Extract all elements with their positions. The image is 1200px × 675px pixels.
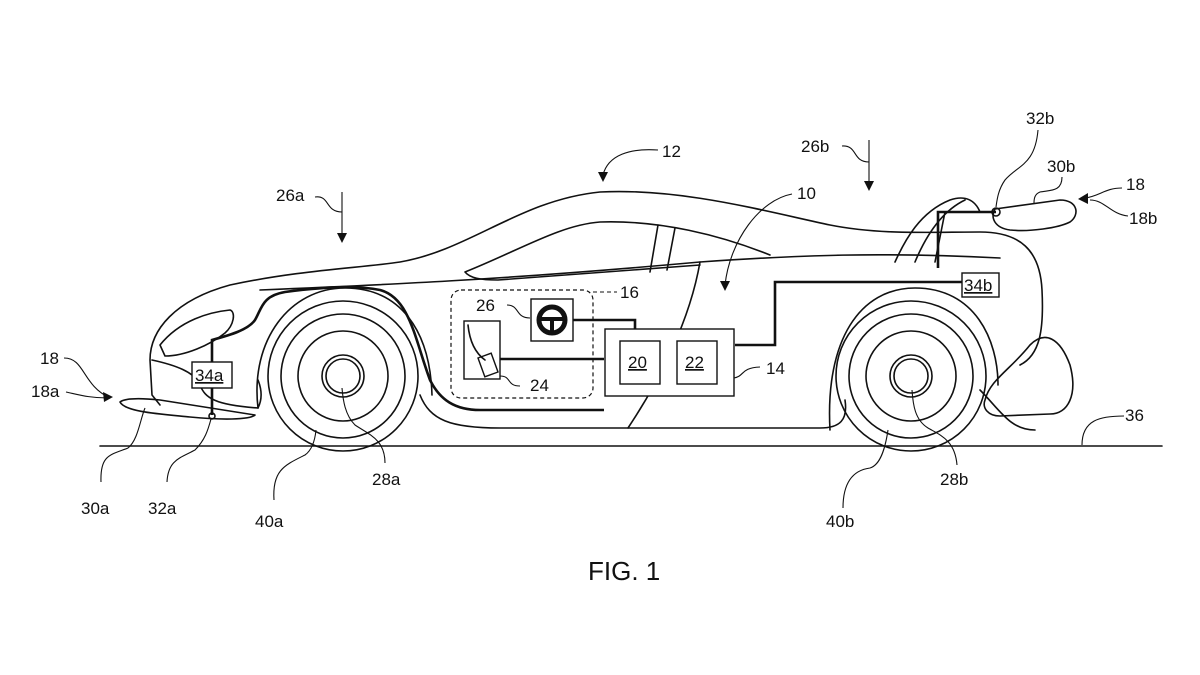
rear-wing (992, 199, 1077, 232)
label-32b: 32b (1026, 109, 1054, 128)
label-34b: 34b (964, 276, 992, 295)
front-wiring (210, 285, 604, 415)
front-intake (159, 309, 235, 357)
front-actuator-box (191, 361, 233, 389)
label-26a: 26a (276, 186, 305, 205)
label-40a: 40a (255, 512, 284, 531)
figure-caption: FIG. 1 (588, 556, 660, 586)
rear-actuator-link (936, 210, 996, 268)
label-20: 20 (628, 353, 647, 372)
label-12: 12 (662, 142, 681, 161)
label-22: 22 (685, 353, 704, 372)
leader-32b (995, 129, 1039, 208)
leader-24 (499, 375, 521, 387)
label-30b: 30b (1047, 157, 1075, 176)
label-18-front: 18 (40, 349, 59, 368)
rear-wing-struts (894, 197, 981, 263)
pedal-box (463, 320, 501, 380)
beltline (259, 253, 1001, 291)
label-36: 36 (1125, 406, 1144, 425)
leader-18a (65, 391, 109, 399)
front-wheel (267, 300, 419, 452)
label-40b: 40b (826, 512, 854, 531)
label-28a: 28a (372, 470, 401, 489)
leader-18b (1089, 199, 1129, 217)
memory-box (676, 340, 718, 385)
front-wing (119, 397, 256, 420)
label-16: 16 (620, 283, 639, 302)
label-30a: 30a (81, 499, 110, 518)
label-18-rear: 18 (1126, 175, 1145, 194)
label-28b: 28b (940, 470, 968, 489)
label-26b: 26b (801, 137, 829, 156)
label-34a: 34a (195, 366, 224, 385)
label-32a: 32a (148, 499, 177, 518)
leader-18-rear (1084, 187, 1123, 199)
car-body-outline (149, 190, 1044, 431)
rear-wiring (735, 280, 962, 347)
sill-line (419, 394, 847, 429)
rear-wheel (835, 300, 987, 452)
rear-wheel-arch (828, 287, 999, 431)
leader-32a (166, 418, 212, 483)
steering-wheel-icon (536, 304, 568, 336)
steering-wiring (573, 318, 637, 330)
label-18a: 18a (31, 382, 60, 401)
leader-36 (1081, 415, 1125, 446)
leader-14 (733, 366, 761, 379)
label-10: 10 (797, 184, 816, 203)
processor-box (619, 340, 661, 385)
label-18b: 18b (1129, 209, 1157, 228)
driver-inputs-region (450, 289, 594, 399)
front-fascia (151, 359, 262, 409)
leader-10 (724, 193, 793, 286)
pedal-icon (467, 324, 499, 378)
rear-downforce-arrow (841, 140, 874, 191)
leader-40b (842, 429, 889, 509)
label-26: 26 (476, 296, 495, 315)
rear-diffuser (983, 336, 1074, 417)
rear-actuator-box (961, 272, 1000, 298)
window-outline (464, 221, 771, 281)
leader-30a (100, 407, 146, 483)
leader-12 (602, 149, 659, 176)
leader-26 (506, 304, 531, 319)
leader-18-front (63, 357, 111, 399)
front-pivot (208, 412, 216, 420)
front-wheel-arch (256, 287, 433, 409)
leader-40a (273, 429, 317, 501)
leader-28a (341, 387, 386, 464)
front-downforce-arrow (314, 192, 347, 243)
leader-28b (911, 389, 958, 466)
label-24: 24 (530, 376, 549, 395)
leader-30b (1033, 176, 1063, 204)
a-pillar (649, 224, 676, 273)
label-14: 14 (766, 359, 785, 378)
